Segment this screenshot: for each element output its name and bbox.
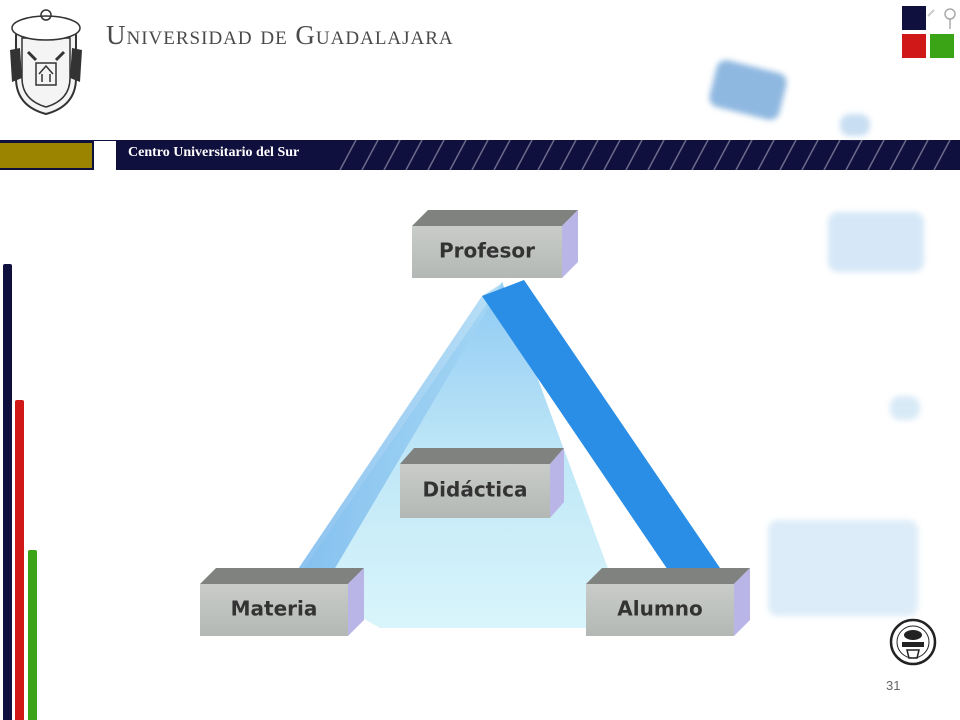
colored-squares-logo [902, 6, 956, 58]
center-name: Centro Universitario del Sur [128, 145, 300, 160]
iso-certification-badge [889, 618, 937, 666]
decorative-tile [890, 396, 920, 420]
page-number: 31 [886, 678, 901, 693]
header-banner [0, 140, 960, 170]
decorative-tile [707, 58, 789, 122]
label-didactica: Didáctica [423, 478, 528, 502]
triangle-left-edge [292, 282, 504, 578]
decorative-tile [828, 212, 924, 272]
decorative-tile [768, 520, 918, 616]
decorative-tile [840, 114, 870, 136]
box-profesor: Profesor [412, 210, 578, 278]
box-alumno: Alumno [586, 568, 750, 636]
university-crest-logo [6, 8, 86, 116]
university-title: Universidad de Guadalajara [106, 20, 454, 50]
banner-white-block [94, 141, 116, 170]
label-profesor: Profesor [439, 239, 535, 263]
box-didactica: Didáctica [400, 448, 564, 518]
didactic-triangle-diagram: Profesor Didáctica Materia Alumno [200, 210, 750, 636]
green-vertical-bar [28, 550, 37, 720]
banner-gold-block [0, 143, 92, 168]
box-materia: Materia [200, 568, 364, 636]
label-materia: Materia [231, 597, 318, 621]
label-alumno: Alumno [617, 597, 702, 621]
navy-vertical-bar [3, 264, 12, 720]
red-vertical-bar [15, 400, 24, 720]
triangle-right-edge [482, 280, 720, 576]
